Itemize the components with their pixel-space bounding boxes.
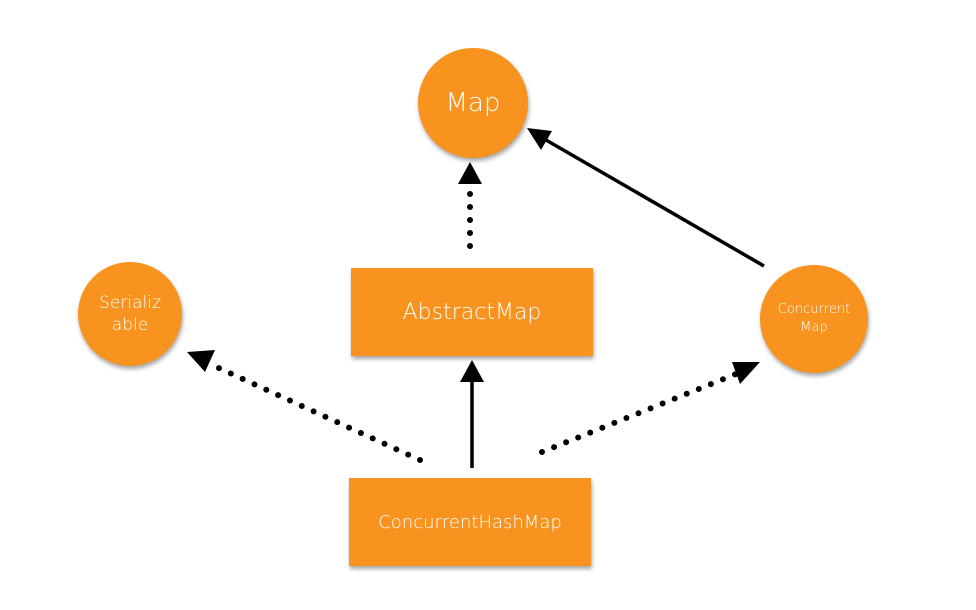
arrowhead-to-abstractmap	[460, 360, 484, 382]
node-serializable-label: Serializ able	[99, 292, 161, 335]
node-map-label: Map	[445, 88, 501, 118]
edge-chm-to-abstractmap	[460, 360, 484, 468]
arrowhead-to-map-vertical	[458, 162, 482, 184]
node-concurrenthashmap: ConcurrentHashMap	[349, 478, 591, 566]
node-abstractmap: AbstractMap	[351, 268, 593, 356]
edge-concurrentmap-to-map	[527, 128, 765, 268]
edge-chm-to-serializable	[187, 350, 423, 463]
node-abstractmap-label: AbstractMap	[402, 299, 542, 325]
node-concurrenthashmap-label: ConcurrentHashMap	[378, 511, 562, 533]
edge-chm-to-concurrentmap	[539, 362, 760, 455]
node-map: Map	[418, 48, 528, 158]
edge-abstractmap-to-map	[458, 162, 482, 249]
arrowhead-to-concurrentmap	[732, 362, 760, 384]
node-serializable: Serializ able	[78, 262, 182, 366]
arrowhead-to-serializable	[187, 350, 215, 372]
node-concurrentmap-label: Concurrent Map	[777, 301, 851, 335]
arrowhead-to-map-diagonal	[527, 128, 552, 150]
node-concurrentmap: Concurrent Map	[760, 265, 868, 373]
